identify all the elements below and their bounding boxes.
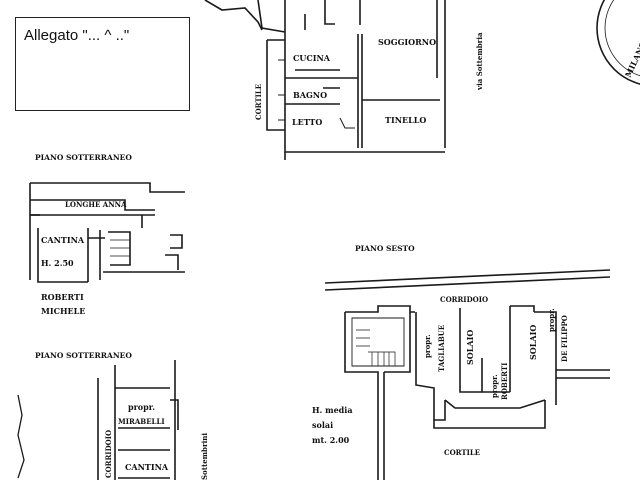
sesto-solaio-2: SOLAIO bbox=[528, 325, 538, 360]
sesto-height-2: solai bbox=[312, 420, 333, 430]
sesto-tagliabue-propr: propr. bbox=[423, 334, 432, 358]
basement-1-plan bbox=[29, 182, 185, 283]
cortile-label-top: CORTILE bbox=[254, 84, 263, 120]
notary-stamp bbox=[596, 0, 640, 85]
basement-2-plan bbox=[17, 360, 179, 480]
basement-1-corridor: LONGHE ANNA bbox=[65, 200, 127, 209]
sesto-height-1: H. media bbox=[312, 405, 353, 415]
allegato-label: Allegato "... ^ .." bbox=[24, 27, 130, 44]
room-tinello: TINELLO bbox=[385, 115, 426, 125]
allegato-box: Allegato "... ^ .." bbox=[15, 17, 190, 111]
basement-2-owner-name: MIRABELLI bbox=[118, 417, 165, 426]
sesto-height-3: mt. 2.00 bbox=[312, 435, 350, 445]
basement-1-height: H. 2.50 bbox=[41, 258, 74, 268]
room-cucina: CUCINA bbox=[293, 53, 331, 63]
basement-2-street: Sottembrini bbox=[200, 433, 209, 480]
basement-1-owner-name: MICHELE bbox=[41, 306, 85, 316]
sesto-defilippo-name: DE FILIPPO bbox=[560, 315, 569, 362]
basement-2-owner-propr: propr. bbox=[128, 402, 155, 412]
street-label-top: via Sottembria bbox=[475, 32, 484, 91]
basement-1-cantina: CANTINA bbox=[41, 235, 85, 245]
stamp-text: MILANO bbox=[623, 40, 640, 79]
sesto-solaio-1: SOLAIO bbox=[465, 330, 475, 365]
basement-1-owner-surname: ROBERTI bbox=[41, 292, 84, 302]
sesto-tagliabue-name: TAGLIABUE bbox=[437, 325, 446, 372]
sesto-cortile: CORTILE bbox=[444, 448, 480, 457]
room-bagno: BAGNO bbox=[293, 90, 327, 100]
basement-2-cantina: CANTINA bbox=[125, 462, 169, 472]
basement-1-title: PIANO SOTTERRANEO bbox=[35, 153, 132, 162]
sesto-roberti-propr: propr. bbox=[490, 374, 499, 398]
sesto-defilippo-propr: propr. bbox=[547, 308, 556, 332]
room-letto: LETTO bbox=[292, 117, 322, 127]
sesto-title: PIANO SESTO bbox=[355, 244, 415, 253]
sesto-corridoio: CORRIDOIO bbox=[440, 295, 488, 304]
room-soggiorno: SOGGIORNO bbox=[378, 37, 436, 47]
basement-2-title: PIANO SOTTERRANEO bbox=[35, 351, 132, 360]
basement-2-corridoio: CORRIDOIO bbox=[104, 430, 113, 478]
top-floor-plan bbox=[204, 0, 446, 160]
sesto-roberti-name: ROBERTI bbox=[500, 363, 509, 400]
sesto-floor-plan bbox=[324, 269, 611, 480]
